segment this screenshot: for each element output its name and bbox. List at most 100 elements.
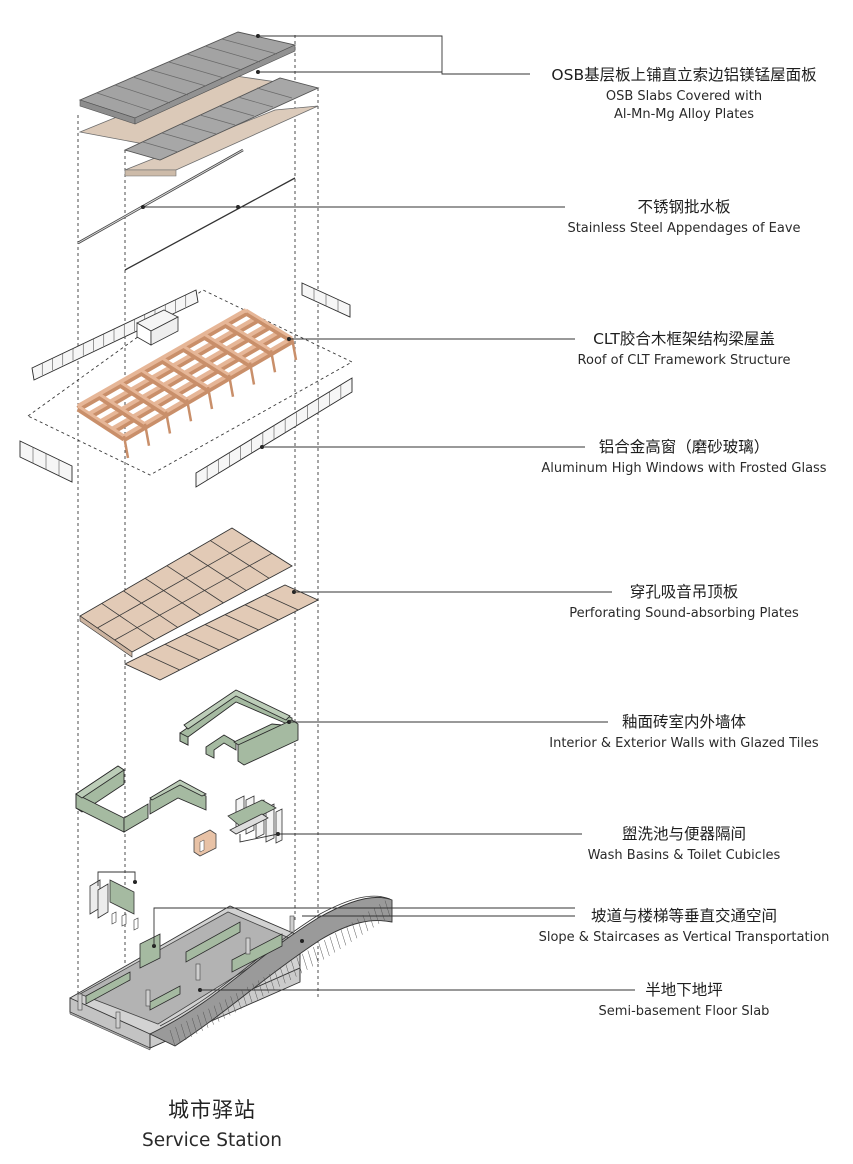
label-cubicles-cn: 盥洗池与便器隔间 [622,825,746,843]
label-vertical-transport: 坡道与楼梯等垂直交通空间 Slope & Staircases as Verti… [539,907,830,945]
ceiling-joint [188,552,247,591]
clt-beam-shadow [118,382,168,417]
label-vertical-transport-en: Slope & Staircases as Vertical Transport… [539,930,830,945]
ramp-tread [368,911,374,928]
label-clt-roof: CLT胶合木框架结构梁屋盖 Roof of CLT Framework Stru… [578,330,791,368]
ramp-tread [246,986,253,1003]
clt-rafter [269,350,277,373]
ceiling-joint [204,624,240,641]
clt-beam [224,320,272,352]
ramp-tread [329,936,336,953]
ceiling-joint [123,590,178,628]
clt-beam-shadow [181,346,231,380]
label-roof-plates-en-1: OSB Slabs Covered with [606,89,762,104]
ramp-tread [235,993,242,1010]
label-walls-en: Interior & Exterior Walls with Glazed Ti… [549,736,819,751]
clt-beam-shadow [97,394,147,429]
label-roof-plates-cn: OSB基层板上铺直立索边铝镁锰屋面板 [551,66,816,84]
label-high-windows-cn: 铝合金高窗（磨砂玻璃） [599,438,770,456]
ramp-tread [318,943,325,960]
ramp-tread [268,973,275,991]
caption: 城市驿站 Service Station [142,1098,282,1151]
clt-rafter [227,374,235,397]
label-walls: 釉面砖室内外墙体 Interior & Exterior Walls with … [549,713,819,751]
ramp-tread [324,939,330,957]
label-walls-cn: 釉面砖室内外墙体 [622,713,747,731]
clt-rafter [185,399,193,422]
ramp-tread [186,1020,192,1037]
clt-rafter [122,435,130,459]
clt-beam [140,368,188,401]
label-floor-slab-cn: 半地下地坪 [645,981,723,999]
clt-rafter [248,362,256,385]
ramp-tread [180,1023,187,1041]
label-ceiling-cn: 穿孔吸音吊顶板 [630,583,739,601]
ramp-tread [213,1005,220,1022]
ramp-tread [307,950,314,967]
projection-lines [77,35,319,1010]
floor-slab [69,880,393,1051]
ramp-tread [280,967,286,984]
label-eave: 不锈钢批水板 Stainless Steel Appendages of Eav… [567,198,800,236]
label-floor-slab-en: Semi-basement Floor Slab [599,1004,770,1019]
label-clt-roof-en: Roof of CLT Framework Structure [578,353,791,368]
clt-beam [203,332,251,364]
label-cubicles: 盥洗池与便器隔间 Wash Basins & Toilet Cubicles [588,825,781,863]
ceiling-joint [101,603,156,641]
clt-beam-shadow [202,334,252,368]
ramp-tread [208,1008,214,1025]
clt-beam [98,392,146,426]
ramp-tread [302,953,308,970]
ramp-tread [384,900,391,917]
label-ceiling-en: Perforating Sound-absorbing Plates [569,606,799,621]
label-eave-cn: 不锈钢批水板 [637,198,730,216]
ramp-tread [169,1029,176,1047]
label-eave-en: Stainless Steel Appendages of Eave [567,221,800,236]
clt-beam [161,356,209,389]
clt-rafter [206,386,214,410]
ramp-tread [340,929,347,946]
ramp-tread [241,989,247,1007]
stairs-and-partitions [89,879,139,931]
ramp-tread [357,918,363,935]
ramp-tread [291,960,297,977]
caption-cn: 城市驿站 [168,1098,256,1122]
leader-lines [97,35,635,991]
label-clt-roof-cn: CLT胶合木框架结构梁屋盖 [593,330,775,348]
ramp-tread [296,957,303,974]
ramp-tread [230,996,236,1013]
ramp-tread [351,922,358,939]
label-high-windows: 铝合金高窗（磨砂玻璃） Aluminum High Windows with F… [541,438,826,476]
ceiling-plates [79,527,320,681]
stainless-eave-strips [77,148,296,271]
ramp-tread [257,980,264,997]
label-high-windows-en: Aluminum High Windows with Frosted Glass [541,461,826,476]
clt-beam-shadow [223,322,273,356]
ramp-tread [224,999,231,1016]
ramp-tread [197,1014,203,1031]
label-roof-plates: OSB基层板上铺直立索边铝镁锰屋面板 OSB Slabs Covered wit… [551,66,816,122]
ramp-tread [219,1002,225,1019]
ramp-tread [263,977,269,994]
ceiling-joint [144,577,201,616]
ramp-tread [379,904,385,921]
clt-beam-shadow [76,406,126,442]
ramp-tread [285,963,292,981]
clt-beam-shadow [160,358,210,393]
clt-beam [77,404,125,438]
ceiling-joint [210,540,270,579]
clt-beam [245,308,293,340]
clt-rafter [290,337,298,361]
clt-beam-shadow [139,370,189,405]
caption-en: Service Station [142,1130,282,1151]
ceiling-joint [244,604,279,621]
ramp-tread [362,914,369,932]
ramp-tread [252,983,258,1000]
ceiling-joint [224,614,259,631]
ramp-tread [175,1026,181,1044]
ramp-tread [191,1017,198,1034]
label-cubicles-en: Wash Basins & Toilet Cubicles [588,848,781,863]
label-floor-slab: 半地下地坪 Semi-basement Floor Slab [599,981,770,1019]
